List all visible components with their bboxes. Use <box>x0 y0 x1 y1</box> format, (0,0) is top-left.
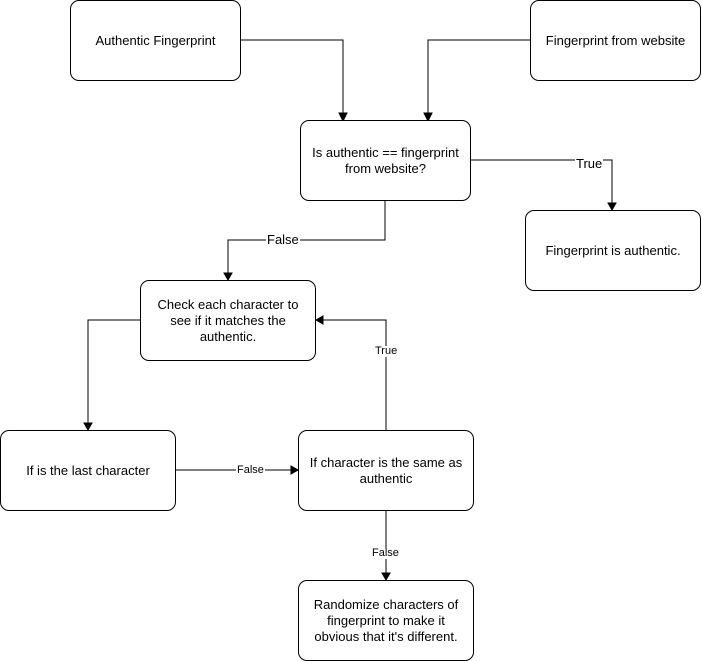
edge-label-compare-false: False <box>266 232 300 247</box>
node-compare-decision: Is authentic == fingerprint from website… <box>300 120 471 201</box>
node-randomize-characters: Randomize characters of fingerprint to m… <box>298 580 474 661</box>
node-fingerprint-is-authentic: Fingerprint is authentic. <box>525 210 701 291</box>
arrowhead-check-to-last <box>83 422 93 432</box>
edge-same-true <box>322 319 387 430</box>
node-character-same-decision-text: If character is the same as authentic <box>309 454 463 486</box>
node-authentic-fingerprint: Authentic Fingerprint <box>70 0 241 81</box>
node-randomize-characters-text: Randomize characters of fingerprint to m… <box>313 596 459 644</box>
node-last-character-decision-text: If is the last character <box>26 462 150 478</box>
edge-website-to-compare <box>427 39 530 114</box>
node-fingerprint-from-website: Fingerprint from website <box>530 0 701 81</box>
node-authentic-fingerprint-text: Authentic Fingerprint <box>95 32 216 48</box>
node-last-character-decision: If is the last character <box>0 430 176 511</box>
node-check-each-character-text: Check each character to see if it matche… <box>157 296 299 344</box>
edge-label-same-true: True <box>374 345 399 357</box>
node-character-same-decision: If character is the same as authentic <box>298 430 474 511</box>
arrowhead-website-to-compare <box>423 112 433 123</box>
arrowhead-authentic-to-compare <box>338 112 348 123</box>
edge-authentic-to-compare <box>240 39 344 114</box>
edge-label-same-false: False <box>371 547 400 559</box>
arrowhead-last-false <box>290 465 300 475</box>
arrowhead-compare-false <box>223 272 233 282</box>
arrowhead-same-false <box>381 572 391 582</box>
edge-compare-true <box>470 159 613 204</box>
edge-label-last-false: False <box>236 464 265 476</box>
node-check-each-character: Check each character to see if it matche… <box>140 280 316 361</box>
arrowhead-compare-true <box>607 202 617 212</box>
edge-compare-false <box>227 200 386 274</box>
edge-check-to-last <box>87 319 140 424</box>
arrowhead-same-true <box>314 315 324 325</box>
node-compare-decision-text: Is authentic == fingerprint from website… <box>312 144 459 176</box>
edge-label-compare-true: True <box>575 156 604 171</box>
node-fingerprint-from-website-text: Fingerprint from website <box>545 32 686 48</box>
node-fingerprint-is-authentic-text: Fingerprint is authentic. <box>545 242 681 258</box>
